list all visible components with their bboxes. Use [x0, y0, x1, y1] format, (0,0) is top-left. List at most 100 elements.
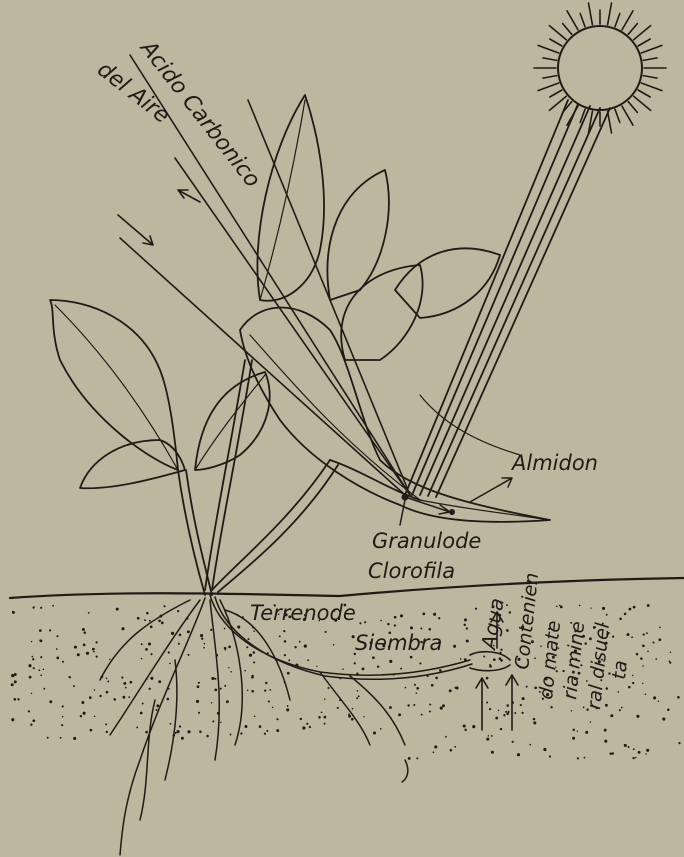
- soil-dot: [211, 702, 213, 704]
- soil-dot: [579, 605, 581, 607]
- soil-dot: [150, 653, 152, 655]
- soil-dot: [187, 654, 189, 656]
- soil-dot: [169, 663, 171, 665]
- soil-dot: [503, 714, 505, 716]
- soil-dot: [359, 622, 361, 624]
- soil-dot: [429, 703, 431, 705]
- soil-dot: [137, 617, 140, 620]
- soil-dot: [629, 608, 632, 611]
- soil-dot: [171, 632, 174, 635]
- soil-dot: [364, 621, 366, 623]
- sun-icon: [534, 3, 666, 133]
- soil-dot: [179, 725, 181, 727]
- soil-dot: [230, 734, 232, 736]
- soil-dot: [604, 740, 607, 743]
- soil-dot: [647, 604, 650, 607]
- soil-dot: [245, 725, 248, 728]
- soil-dot: [550, 706, 552, 708]
- soil-dot: [84, 631, 87, 634]
- soil-dot: [486, 738, 489, 741]
- soil-dot: [669, 662, 671, 664]
- soil-dot: [678, 742, 680, 744]
- soil-dot: [304, 645, 307, 648]
- soil-dot: [628, 686, 631, 689]
- soil-dot: [14, 680, 17, 683]
- soil-dot: [445, 736, 447, 738]
- soil-dot: [307, 659, 309, 661]
- soil-dot: [318, 716, 321, 719]
- soil-dot: [163, 605, 165, 607]
- soil-dot: [658, 700, 659, 701]
- soil-dot: [198, 712, 200, 714]
- soil-dot: [463, 624, 465, 626]
- soil-dot: [325, 631, 327, 633]
- label-siembra: Siembra: [355, 631, 442, 655]
- soil-dot: [631, 636, 633, 638]
- soil-dot: [584, 757, 586, 759]
- soil-dot: [251, 676, 254, 679]
- soil-dot: [220, 722, 221, 723]
- soil-dot: [161, 622, 164, 625]
- soil-dot: [94, 689, 96, 691]
- soil-dot: [43, 669, 45, 671]
- soil-dot: [128, 696, 130, 698]
- soil-dot: [642, 683, 643, 684]
- soil-dot: [145, 731, 148, 734]
- soil-dot: [449, 689, 452, 692]
- soil-dot: [512, 741, 514, 743]
- soil-dot: [463, 724, 466, 727]
- soil-dot: [253, 630, 255, 632]
- soil-dot: [389, 706, 392, 709]
- soil-dot: [659, 627, 661, 629]
- soil-dot: [47, 737, 49, 739]
- soil-dot: [617, 691, 619, 693]
- soil-dot: [645, 693, 647, 695]
- soil-dot: [410, 656, 413, 659]
- soil-dot: [266, 730, 268, 732]
- soil-dot: [522, 697, 525, 700]
- soil-dot: [505, 711, 507, 713]
- label-clorofila: Clorofila: [368, 559, 455, 583]
- soil-dot: [61, 724, 63, 726]
- soil-dot: [348, 715, 351, 718]
- soil-dot: [632, 682, 634, 684]
- soil-dot: [40, 656, 42, 658]
- soil-dot: [642, 665, 644, 667]
- soil-dot: [77, 653, 80, 656]
- soil-dot: [62, 661, 64, 663]
- soil-dot: [632, 675, 633, 676]
- soil-dot: [337, 707, 339, 709]
- soil-dot: [224, 647, 227, 650]
- sun-ray: [628, 24, 637, 35]
- soil-dot: [646, 749, 649, 752]
- soil-dot: [549, 755, 551, 757]
- label-terreno-de: Terrenode: [250, 601, 356, 625]
- soil-dot: [12, 611, 15, 614]
- soil-dot: [228, 646, 231, 649]
- soil-dot: [358, 695, 360, 697]
- soil-dot: [240, 732, 242, 734]
- soil-dot: [38, 669, 40, 671]
- soil-dot: [633, 606, 636, 609]
- soil-dot: [201, 638, 203, 640]
- ground-line: [10, 578, 684, 598]
- soil-dot: [640, 657, 643, 660]
- soil-dot: [324, 723, 326, 725]
- soil-dot: [324, 698, 325, 699]
- soil-dot: [150, 625, 153, 628]
- soil-dot: [109, 659, 110, 660]
- soil-dot: [419, 662, 421, 664]
- soil-dot: [17, 698, 19, 700]
- soil-dot: [486, 677, 489, 680]
- soil-dot: [604, 729, 607, 732]
- soil-dot: [521, 712, 523, 714]
- soil-dot: [49, 700, 52, 703]
- soil-dot: [32, 658, 34, 660]
- soil-dot: [187, 730, 190, 733]
- soil-dot: [276, 718, 278, 720]
- soil-dot: [170, 723, 172, 725]
- soil-dot: [272, 707, 274, 709]
- soil-dot: [429, 710, 431, 712]
- soil-dot: [500, 728, 502, 730]
- sun-ray: [608, 3, 612, 25]
